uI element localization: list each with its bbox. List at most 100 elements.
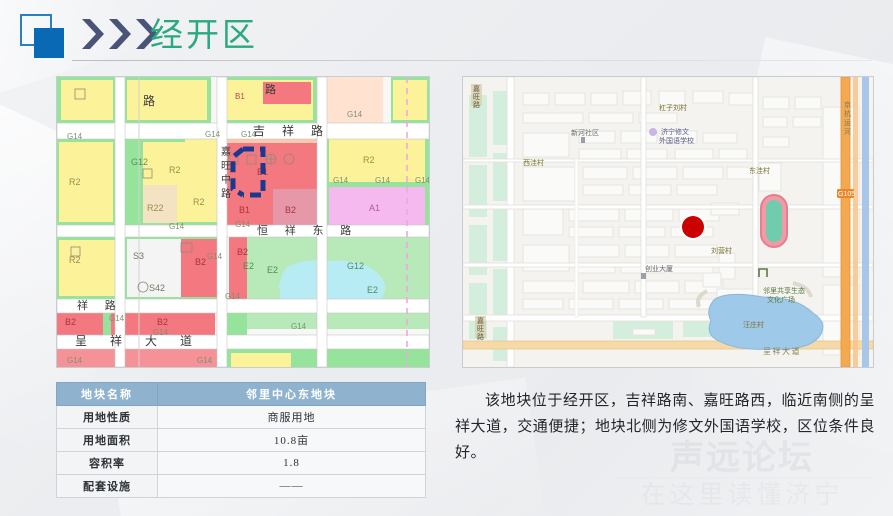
table-row: 地块名称 邻里中心东地块 [56, 382, 426, 406]
svg-text:G14: G14 [235, 220, 251, 229]
plaza-lake [696, 281, 824, 350]
place-label-xiwa-village: 西洼村 [523, 158, 544, 167]
svg-text:B2: B2 [285, 205, 296, 215]
parcel-description-text: 该地块位于经开区，吉祥路南、嘉旺路西，临近南侧的呈祥大道，交通便捷；地块北侧为修… [455, 393, 875, 461]
svg-text:B2: B2 [237, 247, 248, 257]
svg-text:G14: G14 [415, 176, 429, 185]
table-cell-key: 容积率 [56, 451, 158, 475]
place-label-wangzhuang-village: 汪庄村 [743, 320, 764, 329]
svg-text:京: 京 [844, 100, 851, 109]
square-solid-icon [34, 28, 64, 58]
svg-text:路: 路 [265, 83, 276, 96]
place-label-liuying-village: 刘营村 [711, 246, 732, 255]
road-label-jiawang-south: 嘉 旺 路 [475, 316, 486, 341]
highway-shield [837, 189, 854, 198]
svg-text:G14: G14 [375, 176, 391, 185]
chevron-right-icon [109, 19, 131, 49]
locality-place-labels: 杠子刘村 新河社区 西洼村 济宁修文 外国语学校 东洼村 刘营村 创业大厦 邻里… [523, 103, 805, 329]
place-label-culture-plaza: 邻里共享生态 [763, 286, 805, 295]
zoning-map-symbols [70, 88, 295, 293]
table-cell-value: 商服用地 [157, 405, 426, 429]
svg-text:R2: R2 [69, 177, 81, 187]
svg-text:G14: G14 [197, 356, 213, 365]
watermark-slogan: 在这里读懂济宁 [640, 481, 844, 509]
table-cell-key: 用地性质 [56, 405, 158, 429]
svg-text:E2: E2 [267, 265, 278, 275]
svg-text:E2: E2 [243, 261, 254, 271]
svg-text:R22: R22 [147, 203, 164, 213]
table-cell-key: 配套设施 [56, 474, 158, 498]
zoning-parcels-north [57, 77, 429, 123]
svg-text:G14: G14 [153, 328, 169, 337]
page-title: 经开区 [150, 18, 258, 54]
svg-text:S42: S42 [149, 283, 165, 293]
svg-text:旺: 旺 [477, 325, 484, 333]
svg-text:A1: A1 [369, 203, 380, 213]
table-row: 配套设施 —— [56, 474, 426, 498]
svg-text:杭: 杭 [844, 109, 851, 118]
school-poi-icon [649, 128, 657, 136]
svg-text:旺: 旺 [473, 93, 480, 101]
svg-text:R2: R2 [169, 165, 181, 175]
chevron-group [80, 12, 160, 56]
svg-text:B2: B2 [195, 257, 206, 267]
svg-text:B2: B2 [157, 317, 168, 327]
svg-text:G14: G14 [347, 110, 363, 119]
place-label-dongwa-village: 东洼村 [749, 166, 770, 175]
place-label-xinhe-community: 新河社区 [571, 128, 599, 137]
svg-text:恒 祥 东 路: 恒 祥 东 路 [257, 223, 358, 237]
community-poi-icon [581, 137, 585, 143]
road-label-jiawang-north: 嘉 旺 路 [471, 84, 482, 109]
table-row: 用地面积 10.8亩 [56, 428, 426, 452]
table-cell-value: 邻里中心东地块 [157, 382, 426, 406]
svg-text:B1: B1 [235, 92, 245, 101]
table-cell-value: —— [157, 474, 426, 498]
header-divider [72, 60, 872, 61]
svg-text:嘉: 嘉 [221, 145, 231, 158]
svg-text:G12: G12 [131, 157, 148, 167]
zoning-road-name-labels: 吉 祥 路 恒 祥 东 路 祥 路 呈 祥 大 道 路 路 嘉 旺 中 路 [75, 83, 358, 348]
svg-text:G14: G14 [207, 252, 223, 261]
svg-text:G14: G14 [205, 130, 221, 139]
svg-text:G14: G14 [333, 176, 349, 185]
svg-text:E2: E2 [367, 285, 378, 295]
svg-text:外国语学校: 外国语学校 [659, 136, 694, 145]
svg-text:祥 路: 祥 路 [77, 298, 123, 312]
zoning-map-svg: G14 G14 B1 G14 G14 G12 R2 R2 R22 R2 B1 B… [57, 77, 429, 367]
logo-mark [20, 14, 66, 58]
table-row: 用地性质 商服用地 [56, 405, 426, 429]
place-label-chuangye-building: 创业大厦 [645, 264, 673, 273]
svg-text:G14: G14 [169, 222, 185, 231]
zoning-plan-map[interactable]: G14 G14 B1 G14 G14 G12 R2 R2 R22 R2 B1 B… [56, 76, 430, 368]
zoning-roads [57, 77, 429, 367]
svg-text:嘉: 嘉 [473, 84, 480, 93]
svg-text:G14: G14 [67, 132, 83, 141]
locality-satellite-map[interactable]: 杠子刘村 新河社区 西洼村 济宁修文 外国语学校 东洼村 刘营村 创业大厦 邻里… [462, 76, 874, 368]
chevron-right-icon [82, 19, 104, 49]
svg-text:路: 路 [477, 332, 484, 341]
svg-text:R2: R2 [363, 155, 375, 165]
svg-text:G14: G14 [225, 292, 241, 301]
gate-icon [758, 268, 768, 277]
svg-text:吉 祥 路: 吉 祥 路 [253, 123, 330, 138]
chevron-right-icon [136, 19, 158, 49]
locality-roads [463, 77, 873, 367]
slide-header: 经开区 [0, 0, 893, 68]
target-location-marker[interactable] [680, 214, 706, 240]
svg-text:G14: G14 [241, 130, 257, 139]
road-label-chengxiang-avenue: 呈祥大道 [763, 346, 801, 356]
svg-text:路: 路 [221, 187, 231, 200]
svg-text:G14: G14 [109, 314, 125, 323]
locality-map-svg: 杠子刘村 新河社区 西洼村 济宁修文 外国语学校 东洼村 刘营村 创业大厦 邻里… [463, 77, 873, 367]
building-poi-icon [641, 273, 646, 279]
svg-text:B1: B1 [239, 205, 250, 215]
table-row: 容积率 1.8 [56, 451, 426, 475]
table-cell-key: 用地面积 [56, 428, 158, 452]
svg-text:文化广场: 文化广场 [767, 295, 795, 304]
watermark-divider [611, 477, 873, 479]
highway-shield-label: G105 [838, 191, 855, 198]
target-parcel-highlight [230, 146, 266, 198]
locality-road-labels: 嘉 旺 路 嘉 旺 路 京 杭 运 河 G105 呈祥大道 [471, 84, 855, 356]
table-cell-value: 10.8亩 [157, 428, 426, 452]
place-label-gangzi-liu-village: 杠子刘村 [659, 103, 687, 112]
